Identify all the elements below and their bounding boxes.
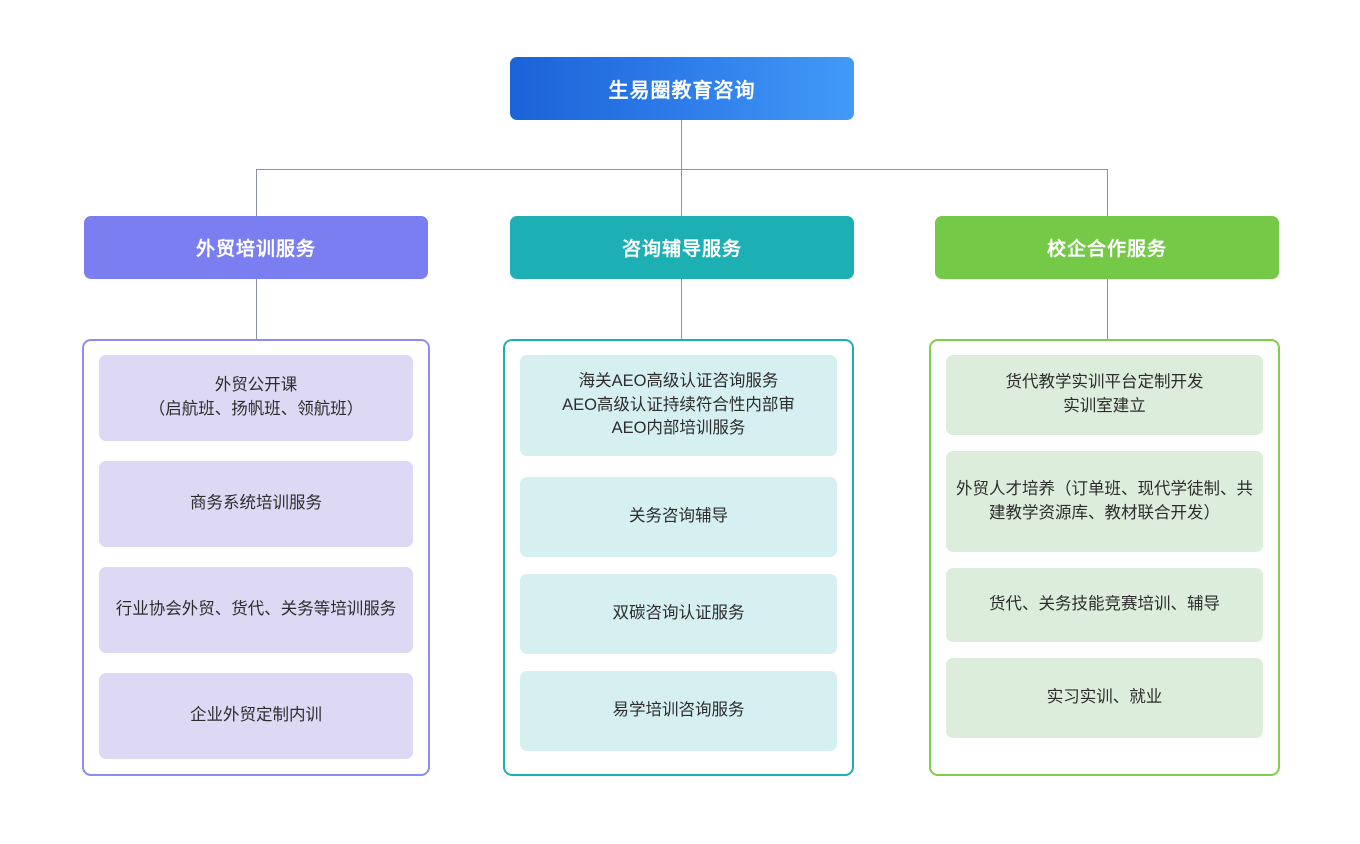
connector-branch-0-to-box bbox=[256, 279, 257, 339]
category-box-zixun-fudao: 海关AEO高级认证咨询服务 AEO高级认证持续符合性内部审 AEO内部培训服务 … bbox=[503, 339, 854, 776]
service-item[interactable]: 货代教学实训平台定制开发 实训室建立 bbox=[946, 355, 1263, 435]
category-box-waimao-peixun: 外贸公开课 （启航班、扬帆班、领航班） 商务系统培训服务 行业协会外贸、货代、关… bbox=[82, 339, 430, 776]
service-item[interactable]: 企业外贸定制内训 bbox=[99, 673, 413, 759]
category-header-label: 咨询辅导服务 bbox=[621, 239, 742, 260]
connector-branch-2-to-box bbox=[1107, 279, 1108, 339]
category-box-xiaoqi-hezuo: 货代教学实训平台定制开发 实训室建立 外贸人才培养（订单班、现代学徒制、共建教学… bbox=[929, 339, 1280, 776]
category-header-waimao-peixun[interactable]: 外贸培训服务 bbox=[84, 216, 428, 279]
connector-branch-1-to-box bbox=[681, 279, 682, 339]
category-header-xiaoqi-hezuo[interactable]: 校企合作服务 bbox=[935, 216, 1279, 279]
service-item[interactable]: 货代、关务技能竞赛培训、辅导 bbox=[946, 568, 1263, 642]
connector-bus-to-branch-2 bbox=[1107, 169, 1108, 216]
category-header-zixun-fudao[interactable]: 咨询辅导服务 bbox=[510, 216, 854, 279]
connector-bus-to-branch-0 bbox=[256, 169, 257, 216]
category-header-label: 校企合作服务 bbox=[1046, 239, 1167, 260]
service-item[interactable]: 海关AEO高级认证咨询服务 AEO高级认证持续符合性内部审 AEO内部培训服务 bbox=[520, 355, 837, 456]
connector-root-down bbox=[681, 120, 682, 169]
service-item[interactable]: 实习实训、就业 bbox=[946, 658, 1263, 738]
service-item[interactable]: 关务咨询辅导 bbox=[520, 477, 837, 557]
service-item[interactable]: 双碳咨询认证服务 bbox=[520, 574, 837, 654]
category-header-label: 外贸培训服务 bbox=[195, 239, 316, 260]
service-item[interactable]: 易学培训咨询服务 bbox=[520, 671, 837, 751]
service-item[interactable]: 外贸公开课 （启航班、扬帆班、领航班） bbox=[99, 355, 413, 441]
service-item[interactable]: 商务系统培训服务 bbox=[99, 461, 413, 547]
root-node[interactable]: 生易圈教育咨询 bbox=[510, 57, 854, 120]
root-node-label: 生易圈教育咨询 bbox=[608, 80, 756, 102]
service-item[interactable]: 外贸人才培养（订单班、现代学徒制、共建教学资源库、教材联合开发） bbox=[946, 451, 1263, 552]
service-item[interactable]: 行业协会外贸、货代、关务等培训服务 bbox=[99, 567, 413, 653]
connector-bus-to-branch-1 bbox=[681, 169, 682, 216]
